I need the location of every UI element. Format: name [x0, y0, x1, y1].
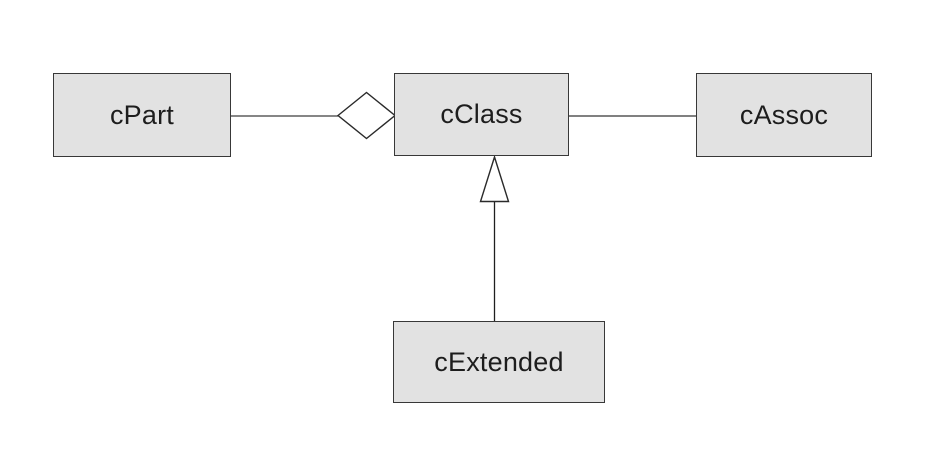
class-node-cclass: cClass	[394, 73, 569, 156]
class-node-cassoc: cAssoc	[696, 73, 872, 157]
class-node-label: cClass	[440, 99, 523, 129]
generalization-triangle-icon	[479, 154, 510, 203]
class-node-label: cAssoc	[739, 99, 829, 130]
class-node-cextended: cExtended	[393, 321, 605, 403]
class-node-label: cPart	[109, 99, 175, 130]
class-node-cpart: cPart	[53, 73, 231, 157]
aggregation-diamond-icon	[336, 91, 397, 140]
class-node-label: cExtended	[434, 346, 564, 377]
